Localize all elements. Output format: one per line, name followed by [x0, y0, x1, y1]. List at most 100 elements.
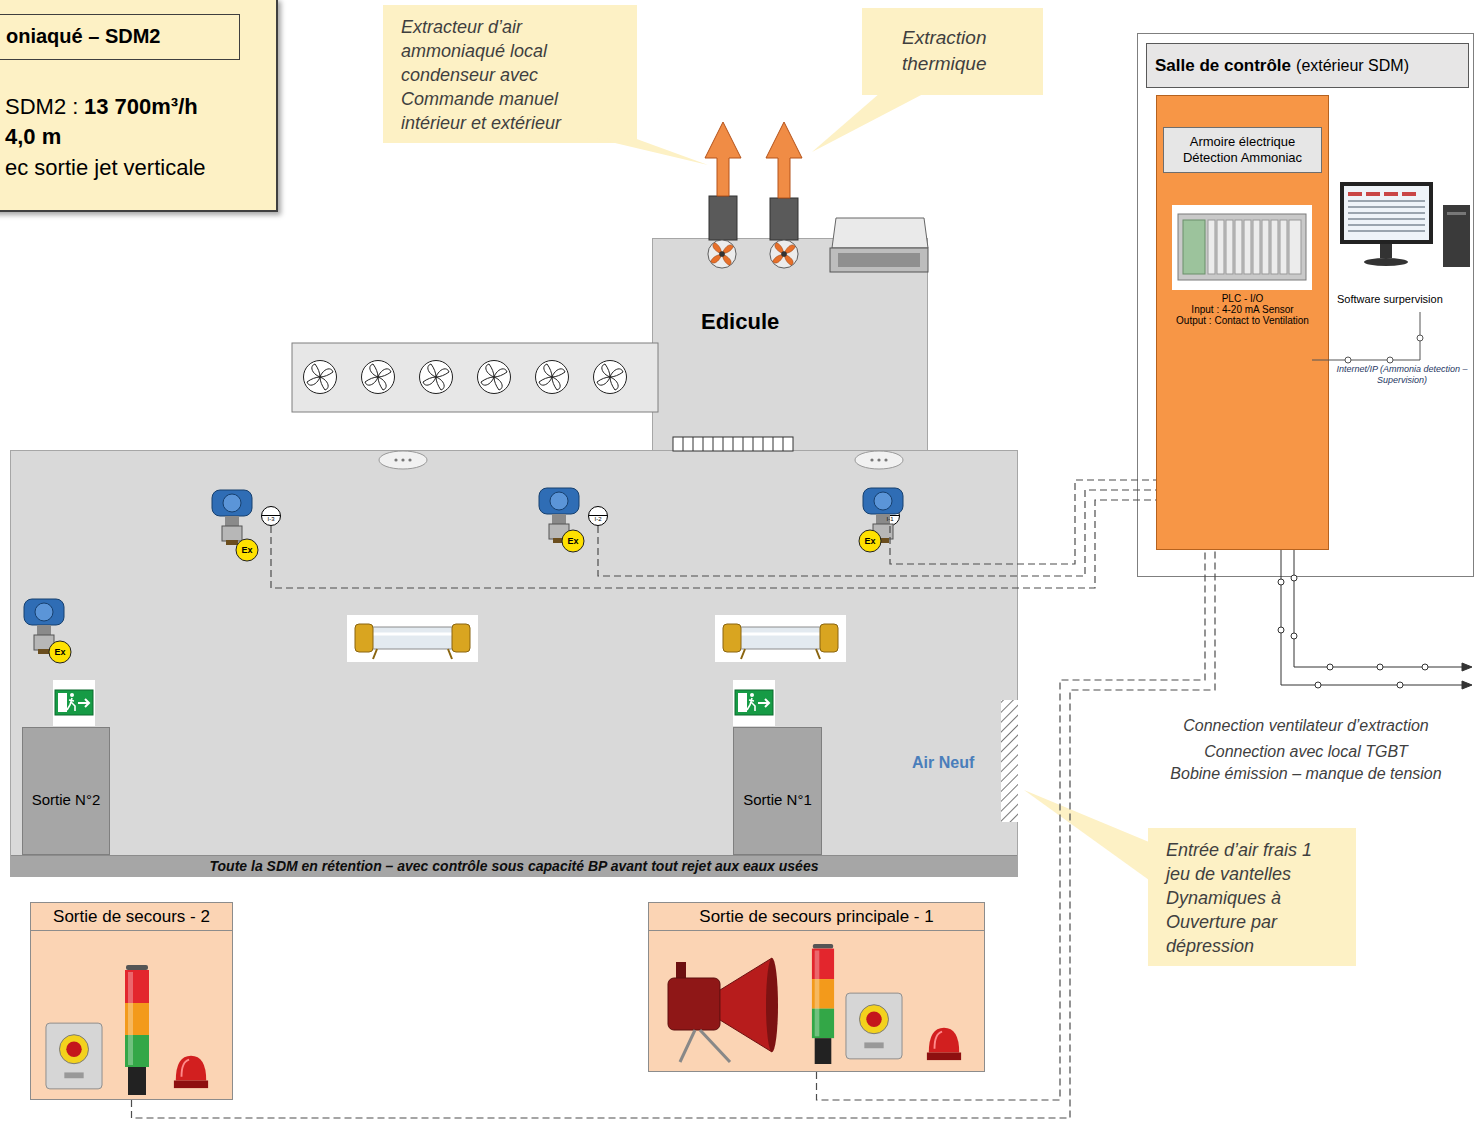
- box-title: oniaqué – SDM2: [6, 15, 239, 58]
- condenser-unit: [420, 361, 453, 394]
- network-line: [1312, 312, 1420, 360]
- condenser-unit: [594, 361, 627, 394]
- exhaust-duct: [708, 240, 736, 268]
- room-title: Salle de contrôle: [1155, 56, 1291, 75]
- emergency-equipment: [125, 965, 149, 1095]
- room-header: Salle de contrôle(extérieur SDM): [1146, 43, 1469, 88]
- output-line: [1422, 664, 1428, 670]
- emergency-panel: Sortie de secours principale - 1: [648, 902, 985, 1072]
- air-louvre: [1001, 700, 1018, 822]
- text-slot: Edicule: [701, 309, 779, 335]
- callout-pointer: [560, 130, 708, 165]
- callout-pointer: [1024, 790, 1149, 880]
- alarm-siren: [668, 978, 720, 1030]
- ex-marking: Ex: [236, 544, 258, 556]
- ex-marking: Ex: [236, 544, 258, 556]
- ex-marking: Ex: [49, 646, 71, 658]
- spec-value: 13 700m³/h: [84, 94, 198, 120]
- output-line: [1462, 681, 1472, 689]
- detector-tag: I-3: [261, 506, 281, 526]
- exhaust-duct: [770, 240, 798, 268]
- callout-box: Extracteur d’air ammoniaqué local conden…: [383, 5, 637, 143]
- roof-hatch: [832, 218, 928, 248]
- condenser-unit: [362, 361, 395, 394]
- output-line: [1278, 579, 1284, 585]
- signal-cable: [271, 500, 1156, 588]
- plc-rack: [1226, 220, 1233, 274]
- callout-number: I-2: [589, 516, 607, 523]
- supervision-computer: [1348, 218, 1425, 220]
- ex-marking: Ex: [562, 535, 584, 547]
- alarm-siren: [668, 958, 778, 1062]
- smoke-detector: [379, 451, 903, 469]
- ceiling-lamp: [347, 615, 846, 662]
- supervision-computer: [1447, 212, 1466, 215]
- output-label: Connection avec local TGBT: [1140, 742, 1472, 762]
- condenser-unit: [478, 361, 511, 394]
- panel-header: Sortie de secours principale - 1: [649, 903, 984, 931]
- exhaust-duct: [705, 122, 802, 268]
- output-line: [1278, 627, 1284, 633]
- smoke-detector: [877, 458, 880, 461]
- plc-rack: [1262, 220, 1269, 274]
- exhaust-duct: [709, 196, 737, 240]
- roof-hatch: [830, 218, 928, 272]
- connector-group: [132, 480, 1216, 1118]
- plc-rack: [1208, 220, 1215, 274]
- exhaust-duct: [766, 122, 802, 198]
- ex-badge: [859, 530, 881, 552]
- text-slot: PLC - I/O: [1157, 293, 1328, 304]
- device-label: Software surpervision: [1337, 293, 1443, 306]
- text-slot: ec sortie jet verticale: [5, 155, 206, 181]
- supervision-computer: [1443, 205, 1470, 267]
- output-label: Connection ventilateur d’extraction: [1140, 716, 1472, 736]
- smoke-detector: [401, 458, 404, 461]
- text-slot: Output : Contact to Ventilation: [1157, 315, 1328, 326]
- exhaust-duct: [705, 122, 741, 196]
- network-line: [1387, 357, 1393, 363]
- supervision-computer: [1348, 200, 1425, 232]
- plc-rack: [1178, 214, 1306, 280]
- ex-badge: [236, 539, 258, 561]
- callout-pointer: [812, 93, 925, 152]
- panel-title: Sortie de secours principale - 1: [649, 903, 984, 930]
- supervision-computer: [1348, 224, 1425, 226]
- gas-detector: [539, 488, 579, 543]
- network-label: Internet/IP (Ammonia detection – Supervi…: [1333, 364, 1471, 386]
- ceiling-lamp: [715, 615, 846, 662]
- output-line: [1291, 633, 1297, 639]
- emergency-equipment: [174, 1056, 208, 1088]
- ex-badge: [49, 641, 71, 663]
- air-louvre: [1001, 700, 1018, 822]
- air-louvre: [1001, 700, 1018, 822]
- output-label: Bobine émission – manque de tension: [1140, 764, 1472, 784]
- spec-text: SDM2 :: [5, 94, 78, 120]
- panel-title: Sortie de secours - 2: [31, 903, 232, 930]
- callout-number: I-1: [881, 516, 899, 523]
- output-line: [1278, 550, 1472, 689]
- gas-detector: [24, 488, 903, 654]
- roof-structure: Edicule: [652, 238, 928, 455]
- supervision-computer: [1344, 186, 1429, 240]
- ceiling-lamp: [347, 615, 478, 662]
- supervision-computer: [1402, 192, 1416, 196]
- supervision-computer: [1340, 182, 1470, 267]
- output-line: [1397, 682, 1403, 688]
- condenser-unit: [292, 343, 658, 412]
- text-slot: 13 700m³/h: [84, 94, 198, 120]
- condenser-unit: [304, 361, 337, 394]
- output-line: [1377, 664, 1383, 670]
- emergency-equipment: [46, 944, 961, 1095]
- signal-cable: [132, 550, 1216, 1118]
- emergency-panel: Sortie de secours - 2: [30, 902, 233, 1100]
- exit-sign: [733, 680, 775, 726]
- callout-box: Extraction thermique: [862, 8, 1043, 95]
- plc-spec: Input : 4-20 mA Sensor: [1157, 304, 1328, 315]
- plc-rack: [1280, 220, 1287, 274]
- detector-tag: I-1: [880, 506, 900, 526]
- info-box: oniaqué – SDM2SDM2 :13 700m³/h4,0 mec so…: [0, 0, 278, 212]
- text-slot: Extracteur d’air ammoniaqué local conden…: [401, 15, 606, 135]
